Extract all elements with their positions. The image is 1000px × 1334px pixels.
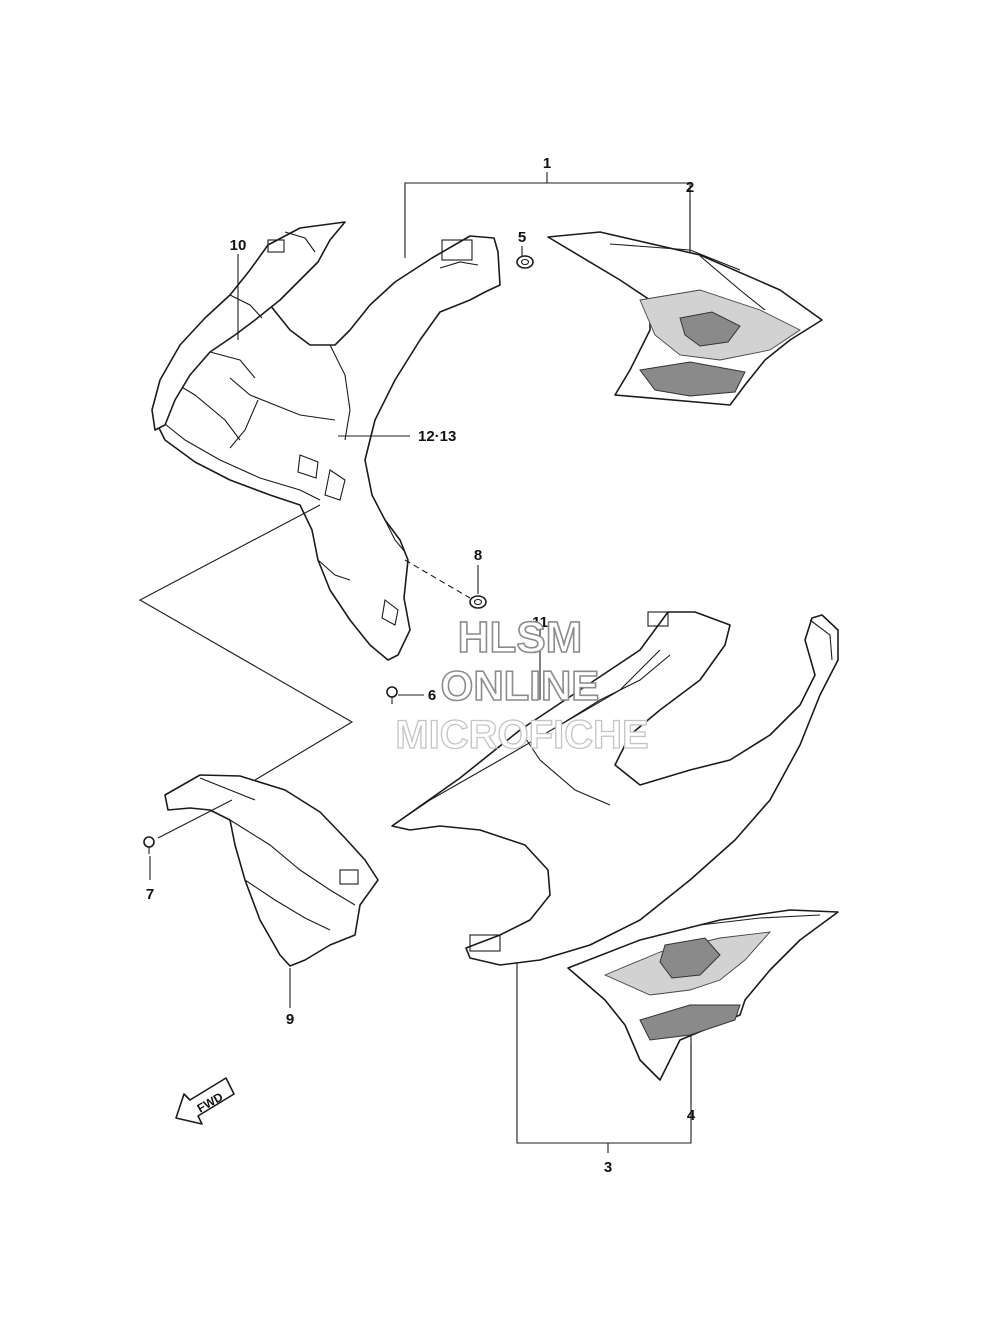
screw-7-part[interactable] bbox=[143, 836, 155, 854]
side-cowling-part[interactable] bbox=[391, 611, 839, 966]
callout-12-13: 12·13 bbox=[418, 428, 456, 445]
inner-cowling-part[interactable] bbox=[151, 221, 346, 431]
watermark-line-2: ONLINE bbox=[441, 662, 600, 709]
callout-1: 1 bbox=[543, 155, 551, 172]
grommet-5-part[interactable] bbox=[516, 255, 534, 269]
under-cowling-upper-part[interactable] bbox=[154, 235, 501, 661]
callout-3: 3 bbox=[604, 1159, 612, 1176]
callout-7: 7 bbox=[146, 886, 154, 903]
fwd-arrow-icon: FWD bbox=[175, 1077, 235, 1125]
watermark: HLSM ONLINE MICROFICHE bbox=[395, 612, 650, 757]
callout-6: 6 bbox=[428, 687, 436, 704]
callout-8: 8 bbox=[474, 547, 482, 564]
callout-10: 10 bbox=[230, 237, 247, 254]
grommet-8-part[interactable] bbox=[469, 595, 487, 609]
assembly-lines bbox=[138, 504, 471, 839]
callout-5: 5 bbox=[518, 229, 526, 246]
screw-6-part[interactable] bbox=[386, 686, 398, 704]
lower-cover-part[interactable] bbox=[164, 774, 379, 967]
callout-2: 2 bbox=[686, 179, 694, 196]
watermark-line-3: MICROFICHE bbox=[395, 713, 648, 757]
decal-lower-part[interactable] bbox=[567, 909, 839, 1081]
callouts: 1 2 5 10 12·13 8 11 6 7 9 4 3 bbox=[146, 155, 696, 1176]
watermark-line-1: HLSM bbox=[458, 613, 583, 662]
callout-9: 9 bbox=[286, 1011, 294, 1028]
callout-4: 4 bbox=[687, 1107, 696, 1124]
leader-lines bbox=[149, 200, 692, 1105]
callout-11: 11 bbox=[532, 614, 548, 631]
decal-right-part[interactable] bbox=[547, 231, 823, 406]
